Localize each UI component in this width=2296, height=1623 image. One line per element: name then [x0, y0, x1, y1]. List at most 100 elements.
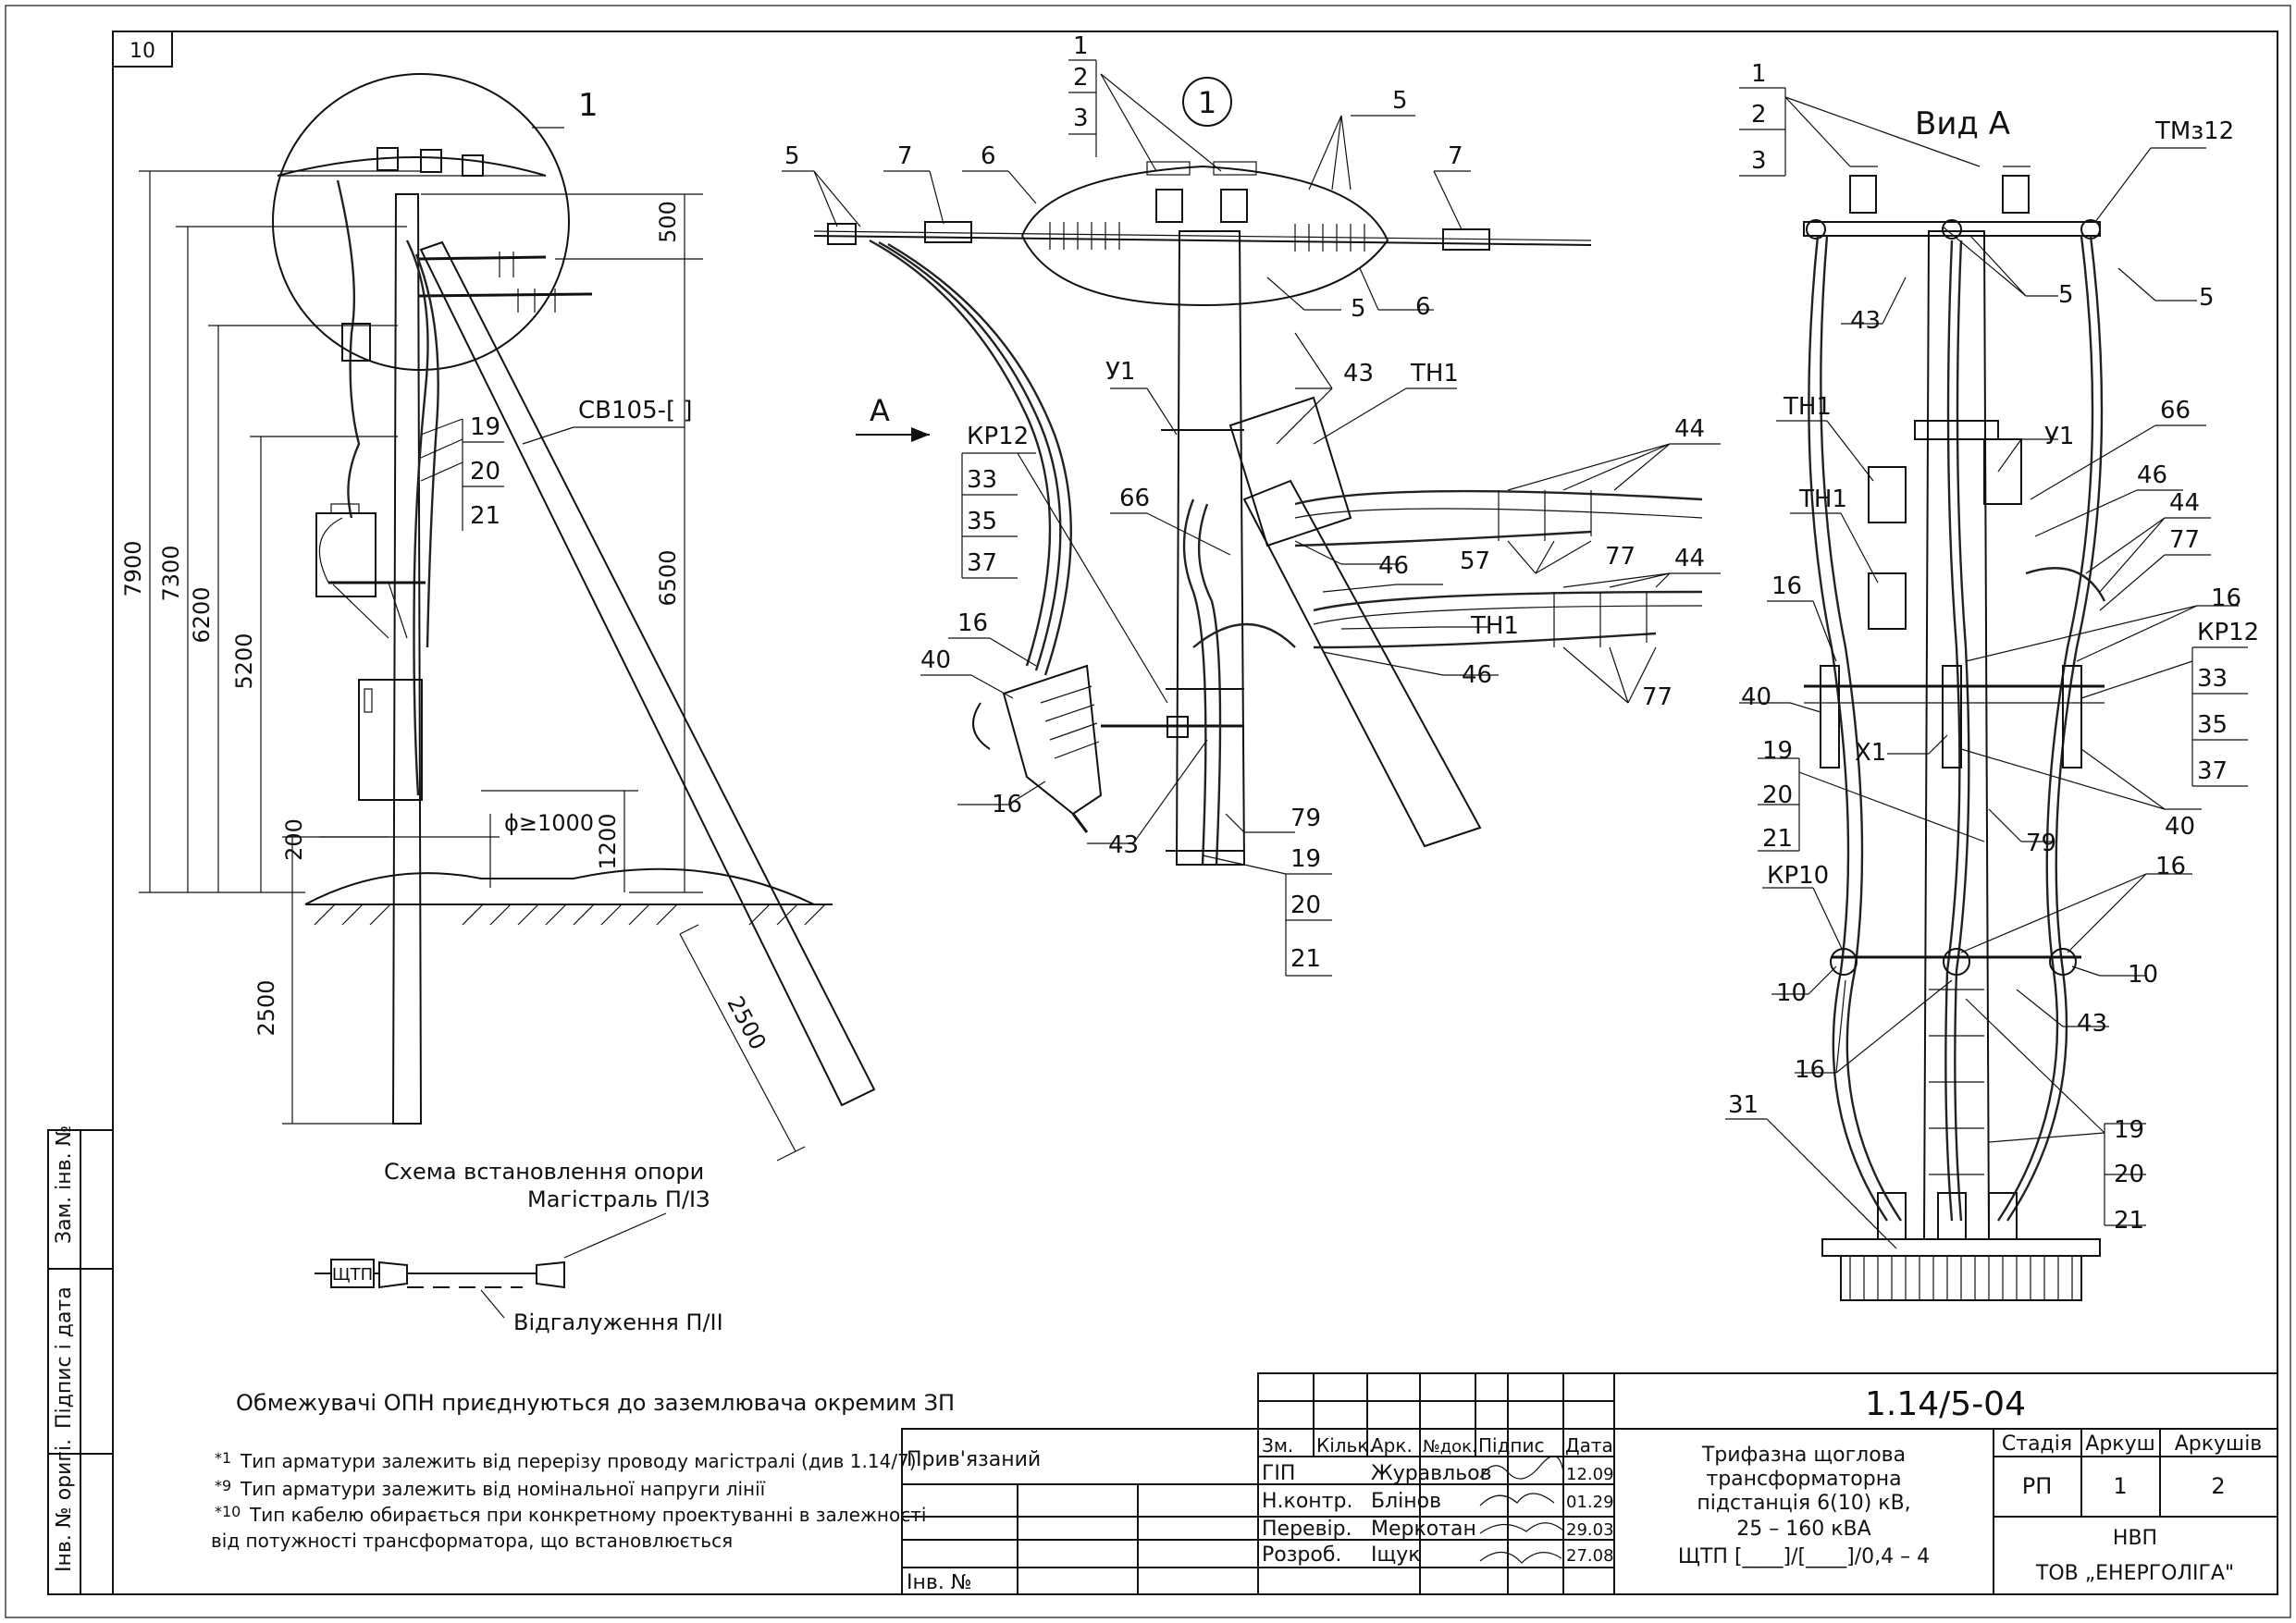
svg-text:79: 79: [2026, 830, 2056, 857]
svg-text:Х1: Х1: [1855, 739, 1886, 767]
svg-text:5: 5: [784, 142, 800, 170]
svg-text:Арк.: Арк.: [1371, 1434, 1413, 1457]
svg-text:Вид А: Вид А: [1915, 105, 2010, 142]
svg-text:43: 43: [1343, 360, 1374, 387]
brace: [419, 240, 876, 1107]
svg-text:46: 46: [1462, 661, 1492, 689]
svg-text:У1: У1: [1105, 358, 1135, 386]
svg-text:Підпис і дата: Підпис і дата: [53, 1286, 76, 1429]
svg-text:Блінов: Блінов: [1371, 1490, 1441, 1513]
svg-text:3: 3: [1073, 105, 1089, 132]
svg-text:ТОВ „ЕНЕРГОЛІГА": ТОВ „ЕНЕРГОЛІГА": [2035, 1562, 2234, 1585]
svg-text:6: 6: [1415, 293, 1431, 321]
svg-text:ГІП: ГІП: [1262, 1462, 1295, 1485]
svg-text:44: 44: [1674, 545, 1705, 572]
svg-text:Обмежувачі ОПН приєднуються до: Обмежувачі ОПН приєднуються до заземлюва…: [236, 1390, 955, 1416]
svg-text:Прив'язаний: Прив'язаний: [907, 1448, 1041, 1471]
svg-text:01.29: 01.29: [1566, 1493, 1614, 1512]
svg-text:Меркотан: Меркотан: [1371, 1518, 1476, 1541]
installation-scheme: Схема встановлення опори Магістраль П/ІЗ…: [315, 1159, 723, 1335]
svg-text:ТМз12: ТМз12: [2154, 117, 2234, 145]
svg-text:5200: 5200: [231, 633, 257, 689]
svg-text:16: 16: [2155, 853, 2186, 880]
svg-text:1: 1: [1073, 32, 1089, 60]
surge-arrester: [1002, 664, 1103, 816]
svg-text:Розроб.: Розроб.: [1262, 1543, 1341, 1567]
svg-text:66: 66: [1119, 485, 1150, 512]
svg-text:19: 19: [470, 413, 500, 441]
svg-text:31: 31: [1728, 1091, 1759, 1119]
svg-text:Тип арматури залежить від номі: Тип арматури залежить від номінальної на…: [240, 1478, 766, 1500]
svg-text:Кільк.: Кільк.: [1316, 1434, 1375, 1457]
svg-text:Н.контр.: Н.контр.: [1262, 1490, 1352, 1513]
notes: Обмежувачі ОПН приєднуються до заземлюва…: [211, 1390, 955, 1552]
svg-text:20: 20: [1762, 781, 1793, 809]
svg-text:Відгалуження П/ІІ: Відгалуження П/ІІ: [513, 1309, 723, 1335]
svg-text:16: 16: [2211, 584, 2241, 612]
svg-text:20: 20: [470, 458, 500, 486]
svg-text:79: 79: [1290, 805, 1321, 832]
svg-text:5: 5: [2058, 281, 2074, 309]
svg-text:СВ105-[ ]: СВ105-[ ]: [578, 397, 693, 424]
svg-text:*9: *9: [215, 1477, 231, 1494]
svg-text:7900: 7900: [120, 540, 146, 596]
svg-text:підстанція 6(10) кВ,: підстанція 6(10) кВ,: [1697, 1492, 1910, 1515]
top-insulators: [376, 147, 484, 177]
svg-text:57: 57: [1460, 547, 1490, 575]
svg-text:16: 16: [992, 791, 1022, 818]
svg-text:Трифазна щоглова: Трифазна щоглова: [1701, 1444, 1906, 1467]
svg-text:37: 37: [2197, 757, 2228, 785]
svg-text:10: 10: [2128, 961, 2158, 989]
svg-text:РП: РП: [2022, 1473, 2053, 1499]
svg-text:6500: 6500: [655, 549, 681, 606]
svg-text:6: 6: [981, 142, 996, 170]
svg-text:77: 77: [2169, 526, 2200, 554]
svg-text:2: 2: [2211, 1473, 2225, 1499]
svg-text:1200: 1200: [595, 813, 621, 869]
svg-text:1.14/5-04: 1.14/5-04: [1865, 1385, 2026, 1423]
svg-text:ТН1: ТН1: [1783, 393, 1832, 421]
svg-text:Зам. інв. №: Зам. інв. №: [53, 1125, 76, 1245]
svg-text:КР12: КР12: [2197, 619, 2259, 646]
svg-text:2: 2: [1751, 101, 1767, 129]
outer-border: [5, 5, 2291, 1618]
svg-text:20: 20: [2114, 1161, 2144, 1188]
svg-text:5: 5: [2199, 284, 2215, 312]
lv-cabinet: [358, 679, 423, 801]
svg-text:25 – 160 кВА: 25 – 160 кВА: [1736, 1518, 1870, 1541]
svg-text:Аркуш: Аркуш: [2085, 1432, 2154, 1456]
svg-text:1: 1: [578, 87, 599, 124]
side-stamp: Інв. № оригі. Підпис і дата Зам. інв. №: [47, 1125, 114, 1595]
svg-text:Перевір.: Перевір.: [1262, 1518, 1352, 1541]
svg-text:2500: 2500: [253, 979, 279, 1036]
svg-text:10: 10: [1776, 979, 1807, 1007]
svg-text:19: 19: [1290, 845, 1321, 873]
svg-text:21: 21: [1762, 825, 1793, 853]
svg-text:77: 77: [1642, 683, 1673, 711]
svg-text:35: 35: [967, 508, 997, 535]
svg-text:43: 43: [2077, 1010, 2107, 1038]
svg-text:46: 46: [2137, 461, 2167, 489]
svg-text:ЩТП [____]/[____]/0,4 – 4: ЩТП [____]/[____]/0,4 – 4: [1678, 1545, 1930, 1568]
svg-text:7: 7: [897, 142, 913, 170]
svg-text:44: 44: [1674, 415, 1705, 443]
svg-text:37: 37: [967, 549, 997, 577]
pole: [391, 193, 423, 1125]
svg-text:Дата: Дата: [1565, 1434, 1613, 1457]
svg-text:ЩТП: ЩТП: [332, 1265, 373, 1285]
svg-text:40: 40: [1741, 683, 1771, 711]
svg-text:33: 33: [2197, 665, 2228, 693]
svg-text:НВП: НВП: [2113, 1527, 2157, 1550]
svg-text:2: 2: [1073, 64, 1089, 92]
svg-text:35: 35: [2197, 711, 2228, 739]
svg-text:Інв. № оригі.: Інв. № оригі.: [53, 1439, 76, 1572]
svg-text:1: 1: [1198, 85, 1216, 120]
svg-text:Зм.: Зм.: [1262, 1434, 1293, 1457]
corner-sheet-number: 10: [112, 31, 173, 68]
svg-text:44: 44: [2169, 489, 2200, 517]
svg-text:5: 5: [1392, 87, 1408, 115]
svg-text:12.09: 12.09: [1566, 1465, 1614, 1484]
svg-text:трансформаторна: трансформаторна: [1706, 1468, 1901, 1491]
svg-text:ТН1: ТН1: [1798, 486, 1847, 513]
